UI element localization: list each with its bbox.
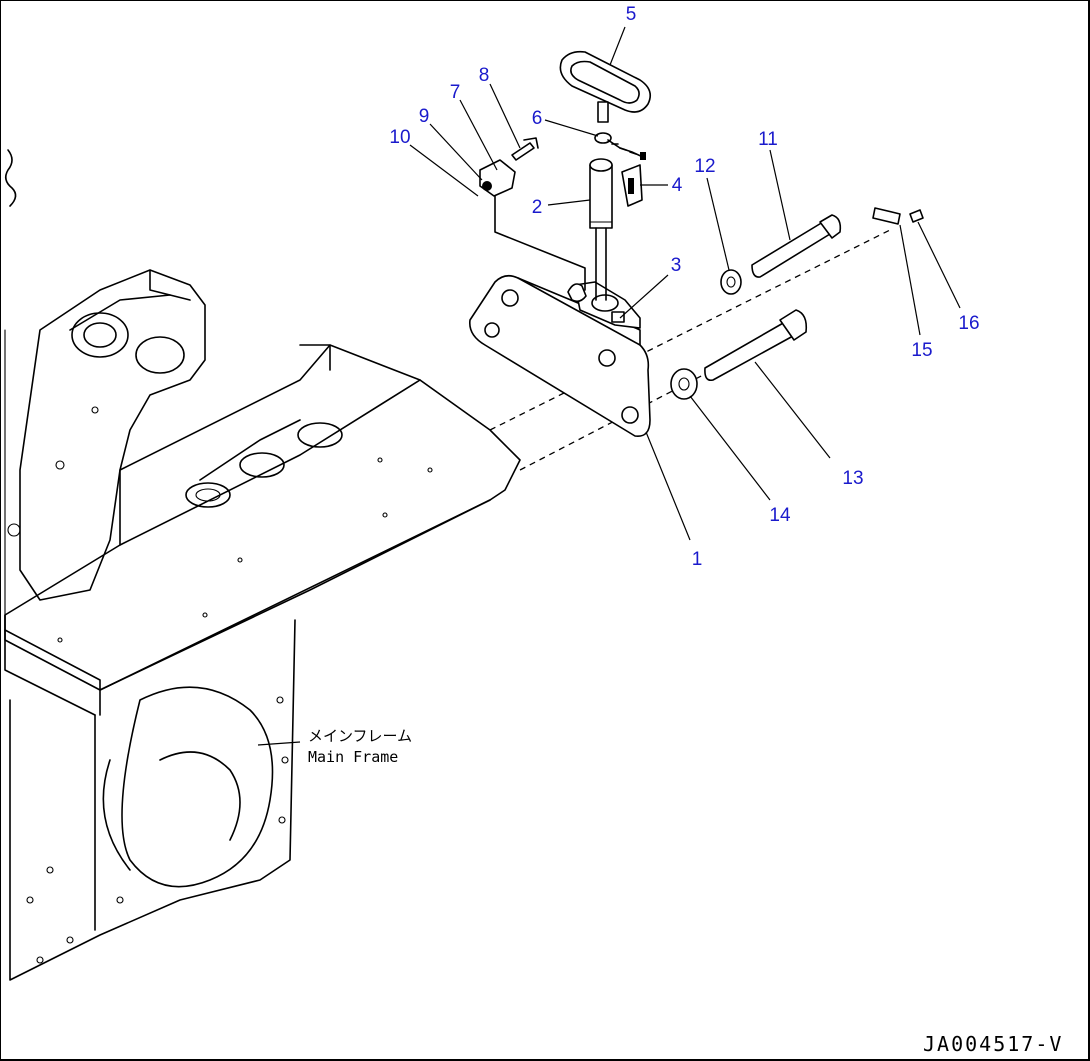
callout-9: 9 [419,106,430,127]
callout-2: 2 [532,197,543,218]
part-11-long-bolt [751,214,842,278]
callout-12: 12 [694,156,715,177]
part-3-pin-boss [567,281,641,329]
parts-15-16-plate-screw [872,207,924,225]
callout-7: 7 [450,82,461,103]
callout-10: 10 [389,127,410,148]
part-12-washer [720,269,742,295]
callout-11: 11 [758,129,778,150]
part-6-chain [594,132,646,160]
main-frame [4,149,521,981]
callout-5: 5 [626,4,637,25]
callout-6: 6 [532,108,543,129]
main-frame-label: メインフレーム Main Frame [257,727,412,766]
callout-14: 14 [769,505,791,526]
drawing-code: JA004517-V [923,1032,1063,1056]
part-14-washer [670,368,698,400]
callout-8: 8 [479,65,490,86]
part-2-pin [589,158,613,301]
callout-13: 13 [842,468,863,489]
callout-4: 4 [672,175,683,196]
part-13-bolt [704,309,808,382]
callout-labels: 5 6 8 7 9 10 2 4 3 12 11 16 15 13 14 1 [389,4,979,570]
part-1-bracket-plate [468,274,651,437]
parts-7-10-stay-bracket [479,137,586,291]
callout-3: 3 [671,255,682,276]
part-4-lock-plate [621,164,643,207]
callout-16: 16 [958,313,979,334]
leader-lines [409,26,961,541]
part-5-handle [559,50,651,123]
callout-1: 1 [692,549,703,570]
frame-label-jp: メインフレーム [308,727,412,745]
callout-15: 15 [911,340,932,361]
frame-label-en: Main Frame [308,748,398,766]
